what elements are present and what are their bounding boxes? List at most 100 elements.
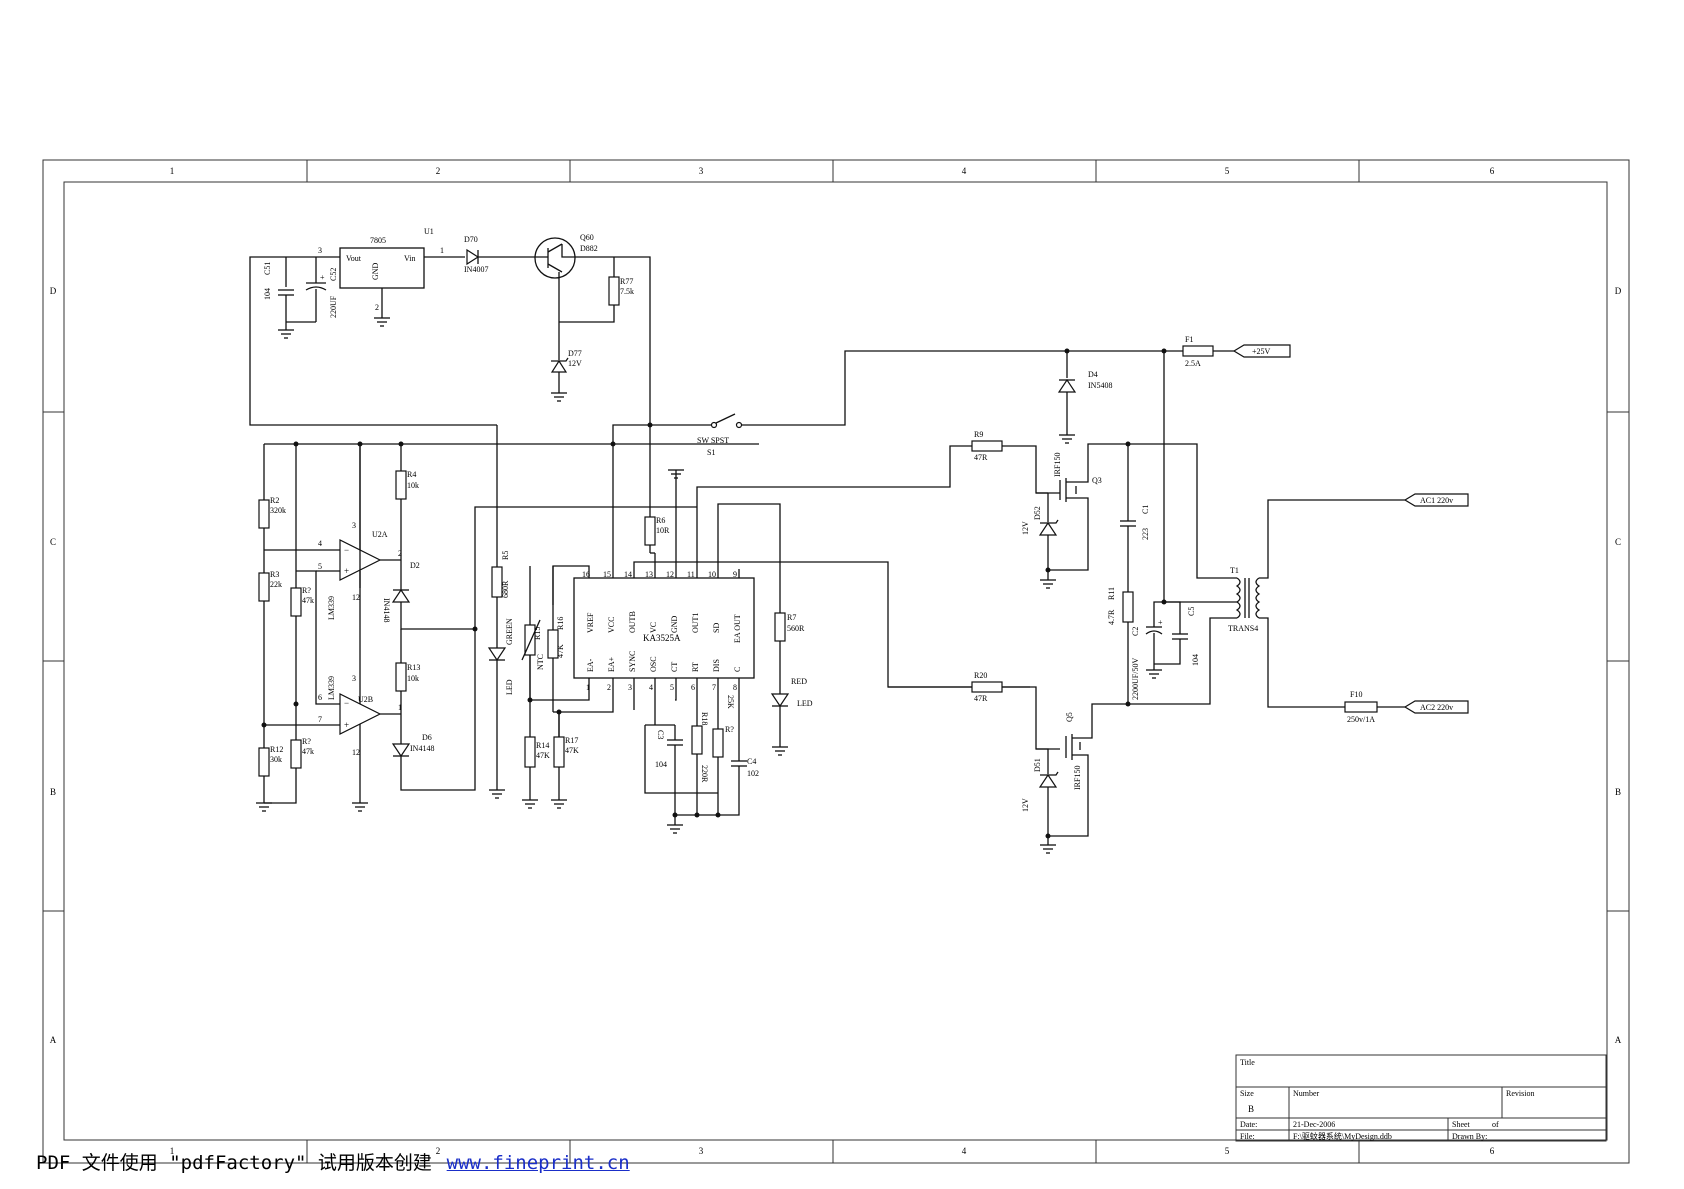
ground-symbol bbox=[278, 329, 294, 339]
r7a-value-label: 47k bbox=[302, 596, 314, 605]
ground-symbol bbox=[256, 802, 272, 812]
ground-symbol bbox=[668, 469, 684, 479]
col-label-bottom: 2 bbox=[436, 1146, 441, 1156]
u1-pin3: 3 bbox=[318, 246, 322, 255]
c2-value-label: 2200UF/50V bbox=[1131, 658, 1140, 700]
r2-ref-label: R2 bbox=[270, 496, 279, 505]
u1-vout-label: Vout bbox=[346, 254, 362, 263]
c2-ref-label: C2 bbox=[1131, 627, 1140, 636]
s1-ref-label: S1 bbox=[707, 448, 715, 457]
d6-value-label: IN4148 bbox=[410, 744, 434, 753]
u2a-minus: − bbox=[344, 545, 349, 555]
ground-symbol bbox=[772, 746, 788, 756]
r9a-ref-label: R? bbox=[302, 737, 311, 746]
rq-value-label: 25K bbox=[726, 695, 735, 709]
q3-ref-label: Q3 bbox=[1092, 476, 1102, 485]
r12-ref-label: R12 bbox=[270, 745, 283, 754]
q3-value-label: IRF150 bbox=[1053, 453, 1062, 477]
port-25v bbox=[1232, 344, 1291, 358]
f10-ref-label: F10 bbox=[1350, 690, 1362, 699]
u2a-pin3: 3 bbox=[352, 521, 356, 530]
r9a-value-label: 47k bbox=[302, 747, 314, 756]
u2a-pin2: 2 bbox=[398, 549, 402, 558]
title-label: Title bbox=[1240, 1058, 1255, 1067]
col-label-top: 6 bbox=[1490, 166, 1495, 176]
u2a-ref-label: U2A bbox=[372, 530, 388, 539]
row-label-left: D bbox=[50, 286, 57, 296]
ground-symbol bbox=[374, 317, 390, 327]
f10-fuse bbox=[1344, 701, 1378, 713]
d52-value-label: 12V bbox=[1021, 521, 1030, 535]
r7-ref-label: R7 bbox=[787, 613, 796, 622]
ic-pin-ea-minus: EA- bbox=[586, 658, 595, 672]
d51-value-label: 12V bbox=[1021, 798, 1030, 812]
ic-pinnum: 1 bbox=[586, 683, 590, 692]
r15-value-label: NTC bbox=[536, 654, 545, 670]
ground-symbol bbox=[667, 824, 683, 834]
c1-value-label: 223 bbox=[1141, 528, 1150, 540]
ic-pinnum: 9 bbox=[733, 570, 737, 579]
ic-pinnum: 3 bbox=[628, 683, 632, 692]
ka3525a-ic bbox=[573, 577, 755, 679]
footer-link[interactable]: www.fineprint.cn bbox=[446, 1152, 630, 1174]
file-label: File: bbox=[1240, 1132, 1255, 1141]
pwm-section: SW SPST S1 KA3525A VREF VCC OUTB VC GND … bbox=[261, 350, 1183, 834]
r13-resistor bbox=[395, 662, 407, 692]
c4-value-label: 102 bbox=[747, 769, 759, 778]
r77-ref-label: R77 bbox=[620, 277, 633, 286]
u2a-part-label: LM339 bbox=[327, 596, 336, 620]
s1-switch-pole bbox=[735, 421, 743, 429]
col-label-top: 5 bbox=[1225, 166, 1230, 176]
r18-ref-label: R18 bbox=[700, 712, 709, 725]
u1-pin1: 1 bbox=[440, 246, 444, 255]
u2a-pin5: 5 bbox=[318, 562, 322, 571]
rq-ref-label: R? bbox=[725, 725, 734, 734]
u1-gnd-label: GND bbox=[371, 262, 380, 280]
ic-pinnum: 11 bbox=[687, 570, 695, 579]
row-label-left: B bbox=[50, 787, 56, 797]
col-label-top: 2 bbox=[436, 166, 441, 176]
r77-resistor bbox=[608, 276, 620, 306]
r11-resistor bbox=[1122, 591, 1134, 623]
r9-ref-label: R9 bbox=[974, 430, 983, 439]
ground-symbol bbox=[522, 799, 538, 809]
r77-value-label: 7.5k bbox=[620, 287, 634, 296]
r-25k-resistor bbox=[712, 728, 724, 758]
d70-value-label: IN4007 bbox=[464, 265, 488, 274]
u2a-plus: + bbox=[344, 566, 349, 576]
r11-ref-label: R11 bbox=[1107, 587, 1116, 600]
power-section: F1 2.5A +25V D4 IN5408 R9 47R IRF150 Q3 bbox=[888, 335, 1469, 854]
u2b-pin7: 7 bbox=[318, 715, 322, 724]
d77-value-label: 12V bbox=[568, 359, 582, 368]
ground-symbol bbox=[1040, 579, 1056, 589]
r2-value-label: 320k bbox=[270, 506, 286, 515]
ic-pin-outb: OUTB bbox=[628, 611, 637, 633]
r4-ref-label: R4 bbox=[407, 470, 416, 479]
col-label-bottom: 1 bbox=[170, 1146, 175, 1156]
r11-value-label: 4.7R bbox=[1107, 609, 1116, 625]
date-value: 21-Dec-2006 bbox=[1293, 1120, 1335, 1129]
d4-ref-label: D4 bbox=[1088, 370, 1098, 379]
row-label-right: C bbox=[1615, 537, 1621, 547]
r7-resistor bbox=[774, 612, 786, 642]
ic-pinnum: 6 bbox=[691, 683, 695, 692]
r9-value-label: 47R bbox=[974, 453, 988, 462]
f1-fuse bbox=[1182, 345, 1214, 357]
row-label-left: C bbox=[50, 537, 56, 547]
u1-ref-label: U1 bbox=[424, 227, 434, 236]
ic-pin-osc: OSC bbox=[649, 656, 658, 672]
ic-pin-sync: SYNC bbox=[628, 651, 637, 672]
r-47k-upper-resistor bbox=[290, 587, 302, 617]
ic-pin-ea-plus: EA+ bbox=[607, 656, 616, 672]
ic-pinnum: 7 bbox=[712, 683, 716, 692]
ic-pin-dis: DIS bbox=[712, 659, 721, 672]
port-ac2 bbox=[1403, 700, 1469, 714]
ic-pin-eaout: EA OUT bbox=[733, 614, 742, 643]
col-label-bottom: 3 bbox=[699, 1146, 704, 1156]
c3-ref-label: C3 bbox=[656, 730, 665, 739]
ic-pin-rt: RT bbox=[691, 662, 700, 672]
ic-pin-ct: CT bbox=[670, 662, 679, 672]
u2b-minus: − bbox=[344, 698, 349, 708]
red-led bbox=[770, 693, 790, 708]
